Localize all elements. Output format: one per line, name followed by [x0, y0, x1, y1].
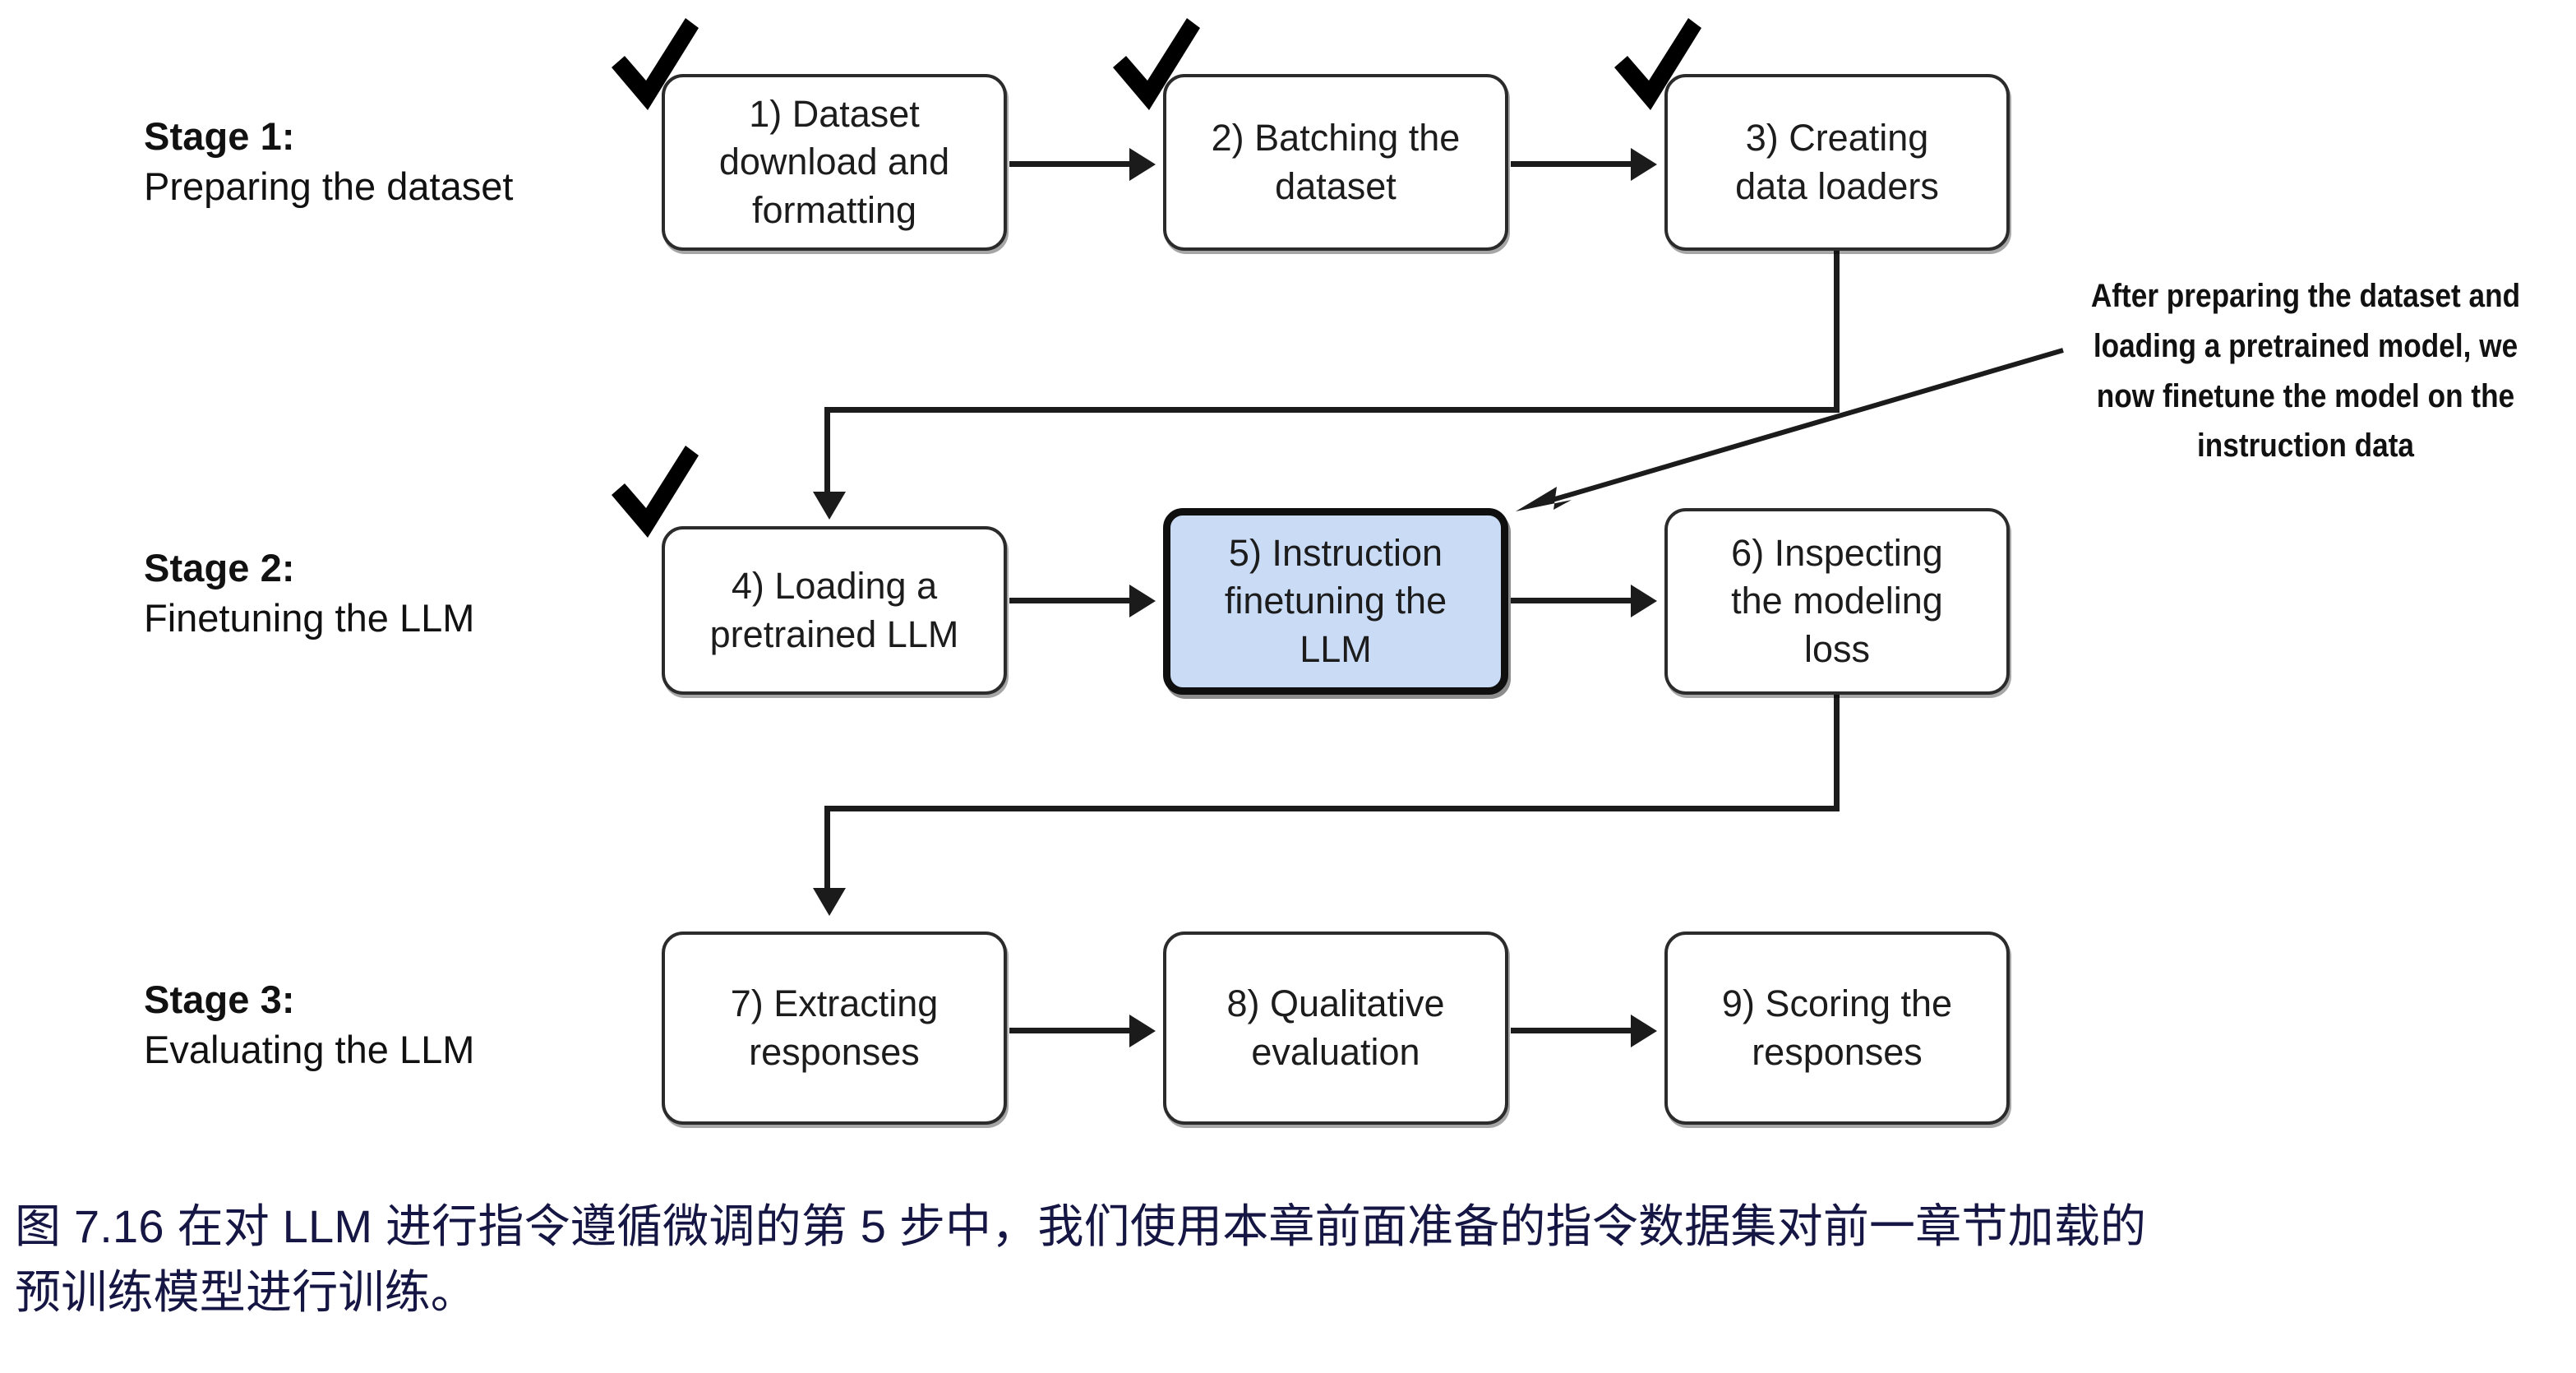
annotation-callout: After preparing the dataset and loading …	[2070, 271, 2541, 471]
flow-node-6-line2: the modeling	[1731, 580, 1943, 622]
connector-6-to-7-arrowhead	[813, 888, 846, 916]
checkmark-icon-node-4	[607, 442, 705, 541]
figure-caption-line-1: 图 7.16 在对 LLM 进行指令遵循微调的第 5 步中，我们使用本章前面准备…	[15, 1200, 2147, 1252]
annotation-pointer-arrow	[1516, 348, 2064, 511]
annotation-line-1: After preparing the dataset and	[2090, 278, 2521, 314]
stage-3-title: Stage 3:	[144, 978, 295, 1021]
flow-node-3[interactable]: 3) Creating data loaders	[1664, 74, 2010, 251]
flow-node-4-line1: 4) Loading a	[731, 565, 938, 607]
flow-node-3-line2: data loaders	[1735, 164, 1939, 207]
connector-3-to-4-vertical-into-4	[824, 407, 830, 499]
figure-caption: 图 7.16 在对 LLM 进行指令遵循微调的第 5 步中，我们使用本章前面准备…	[15, 1194, 2563, 1324]
annotation-line-2: loading a pretrained model, we	[2093, 327, 2518, 364]
stage-1-subtitle: Preparing the dataset	[144, 164, 514, 209]
connector-5-to-6-arrowhead	[1631, 585, 1657, 617]
flow-node-8[interactable]: 8) Qualitative evaluation	[1163, 932, 1508, 1125]
connector-4-to-5-arrowhead	[1129, 585, 1156, 617]
checkmark-icon-node-1	[607, 15, 705, 113]
flow-node-2[interactable]: 2) Batching the dataset	[1163, 74, 1508, 251]
stage-label-3: Stage 3: Evaluating the LLM	[144, 974, 474, 1075]
flow-node-1-line2: download and	[718, 141, 950, 183]
figure-caption-line-2: 预训练模型进行训练。	[15, 1265, 477, 1318]
flow-node-9-line2: responses	[1752, 1030, 1923, 1073]
connector-7-to-8-arrowhead	[1129, 1015, 1156, 1047]
checkmark-icon-node-2	[1108, 15, 1207, 113]
connector-6-to-7-vertical-into-7	[824, 806, 830, 896]
connector-8-to-9-line	[1511, 1028, 1634, 1033]
flow-node-8-line2: evaluation	[1251, 1030, 1420, 1073]
flow-node-6-line3: loss	[1803, 627, 1871, 670]
flow-node-6-line1: 6) Inspecting	[1731, 531, 1943, 574]
flow-node-8-line1: 8) Qualitative	[1226, 982, 1445, 1024]
connector-4-to-5-line	[1009, 598, 1133, 603]
flow-node-3-line1: 3) Creating	[1745, 117, 1929, 159]
connector-3-to-4-horizontal	[824, 407, 1840, 413]
connector-3-to-4-arrowhead	[813, 492, 846, 520]
connector-6-to-7-horizontal	[824, 806, 1840, 811]
connector-2-to-3-line	[1511, 161, 1634, 167]
annotation-line-4: instruction data	[2196, 428, 2415, 465]
connector-8-to-9-arrowhead	[1631, 1015, 1657, 1047]
flow-node-2-line1: 2) Batching the	[1211, 117, 1461, 159]
flow-node-9[interactable]: 9) Scoring the responses	[1664, 932, 2010, 1125]
flow-node-1-line1: 1) Dataset	[749, 92, 920, 135]
checkmark-icon-node-3	[1609, 15, 1708, 113]
stage-2-title: Stage 2:	[144, 546, 295, 589]
connector-6-to-7-vertical-down	[1834, 695, 1840, 811]
stage-label-2: Stage 2: Finetuning the LLM	[144, 543, 474, 643]
flow-node-4-line2: pretrained LLM	[709, 613, 959, 655]
flow-node-9-line1: 9) Scoring the	[1721, 982, 1953, 1024]
connector-1-to-2-line	[1009, 161, 1133, 167]
flow-node-4[interactable]: 4) Loading a pretrained LLM	[662, 526, 1007, 695]
annotation-line-3: now finetune the model on the	[2096, 377, 2515, 414]
connector-1-to-2-arrowhead	[1129, 148, 1156, 181]
connector-2-to-3-arrowhead	[1631, 148, 1657, 181]
flow-node-2-line2: dataset	[1275, 164, 1396, 207]
flow-node-7-line1: 7) Extracting	[730, 982, 939, 1024]
flow-node-5[interactable]: 5) Instruction finetuning the LLM	[1163, 508, 1508, 695]
flow-node-6[interactable]: 6) Inspecting the modeling loss	[1664, 508, 2010, 695]
flow-node-5-line2: finetuning the	[1224, 580, 1447, 622]
stage-1-title: Stage 1:	[144, 114, 295, 158]
stage-label-1: Stage 1: Preparing the dataset	[144, 111, 513, 211]
connector-5-to-6-line	[1511, 598, 1634, 603]
flow-node-5-line1: 5) Instruction	[1228, 531, 1443, 574]
connector-7-to-8-line	[1009, 1028, 1133, 1033]
flow-node-7-line2: responses	[749, 1030, 920, 1073]
flow-node-5-line3: LLM	[1300, 627, 1372, 670]
stage-2-subtitle: Finetuning the LLM	[144, 596, 475, 640]
connector-3-to-4-vertical-down	[1834, 251, 1840, 413]
flow-node-1[interactable]: 1) Dataset download and formatting	[662, 74, 1007, 251]
flow-node-1-line3: formatting	[751, 188, 917, 231]
stage-3-subtitle: Evaluating the LLM	[144, 1028, 475, 1072]
flow-node-7[interactable]: 7) Extracting responses	[662, 932, 1007, 1125]
